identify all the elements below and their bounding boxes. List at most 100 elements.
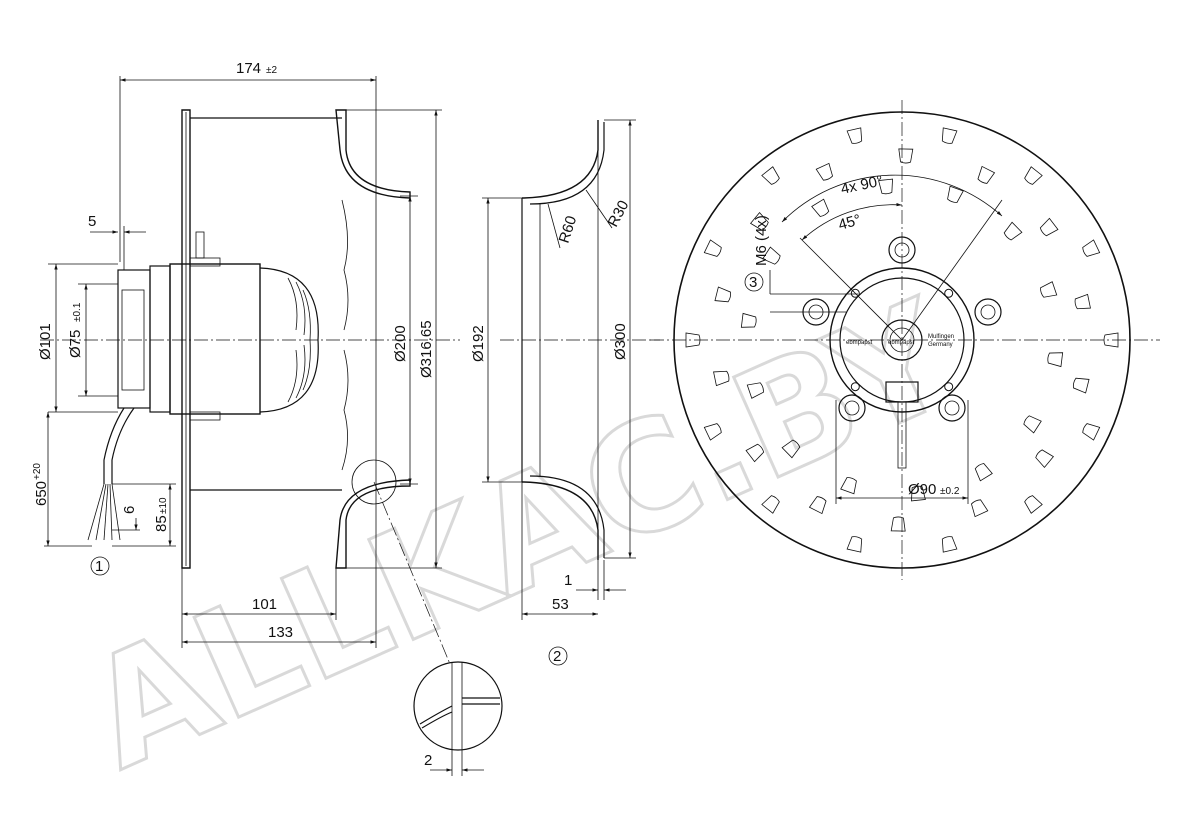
hub-center: [881, 319, 923, 361]
blade-slot: [846, 536, 863, 553]
shroud-break-upper: [341, 199, 349, 331]
mounting-holes: [850, 288, 954, 392]
blade-slot: [746, 382, 764, 399]
blade-slot: [762, 246, 781, 265]
hub-boss: [888, 236, 916, 264]
dim-101-value: Ø101: [37, 323, 54, 360]
blade-slot: [685, 332, 701, 348]
lower-bracket: [189, 411, 221, 421]
dim-90-tol: ±0.2: [940, 486, 960, 497]
blade-slot: [714, 286, 732, 303]
blade-slot: [974, 463, 993, 482]
nozzle-upper-inner: [529, 122, 605, 205]
hub-boss: [944, 400, 960, 416]
dim-192-value: Ø192: [470, 325, 487, 362]
hub-boss: [894, 242, 910, 258]
dim-4x90-ray: [901, 199, 1003, 341]
dim-45-value: 45°: [836, 211, 862, 234]
blade-slot: [1039, 217, 1059, 237]
dim-depth-b-value: 133: [268, 624, 293, 641]
hub-brand-left: ebmpapst: [846, 340, 873, 346]
dim-m6-value: M6 (4x): [753, 215, 770, 266]
blade-slot: [1003, 221, 1023, 241]
dim-316-value: Ø316.65: [418, 320, 435, 378]
blade-slot: [898, 148, 914, 164]
blade-slot: [815, 162, 833, 181]
watermark: ALLKAC.BY: [62, 267, 980, 805]
callout-1-circle: [90, 556, 110, 576]
blade-slot: [811, 198, 830, 217]
motor-dome: [259, 267, 319, 413]
dim-45-ray: [799, 237, 903, 341]
blade-slot: [1024, 166, 1043, 185]
blade-slot: [947, 185, 964, 203]
blade-slot: [1072, 377, 1090, 394]
cable-exit: [897, 401, 907, 469]
nozzle-lower-inner: [529, 475, 605, 558]
blade-slot: [1040, 281, 1058, 298]
blade-slot: [740, 312, 757, 328]
dim-depth-a-value: 101: [252, 596, 277, 613]
front-view: ebmpapst ebmpapst Mulfingen Germany 4x 9…: [650, 100, 1160, 580]
cooling-fins: [287, 277, 311, 403]
hub-brand-right: ebmpapst: [888, 340, 915, 346]
blade-slot: [911, 485, 926, 502]
dim-1-value: 1: [564, 572, 572, 589]
detail-circle: [413, 661, 503, 751]
blade-slot: [1074, 293, 1091, 310]
dim-5-value: 5: [88, 213, 96, 230]
dim-4x90-value: 4x 90°: [839, 172, 884, 198]
dim-650-value: 650: [33, 481, 50, 506]
blade-slot: [840, 477, 857, 495]
blade-slot: [878, 178, 893, 195]
dim-90-value: Ø90: [908, 481, 936, 498]
impeller-outer-ring: [673, 111, 1131, 569]
blade-slot: [703, 239, 722, 257]
blade-slot: [1035, 449, 1055, 469]
blade-slot: [977, 165, 996, 184]
upper-stud: [195, 231, 205, 259]
hub-outer: [829, 267, 975, 413]
dim-53-value: 53: [552, 596, 569, 613]
hub-boss: [974, 298, 1002, 326]
callout-2-label: 2: [553, 648, 561, 665]
motor-body: [169, 263, 261, 415]
nozzle-upper-outer: [522, 120, 599, 199]
hub-boss: [938, 394, 966, 422]
cable-outer-b: [111, 407, 135, 484]
blade-slot: [749, 211, 769, 231]
dim-r60-leader: [547, 203, 561, 249]
detail-leader: [373, 481, 451, 665]
hub-boss: [838, 394, 866, 422]
dim-2-value: 2: [424, 752, 432, 769]
dim-75-tol: ±0.1: [72, 302, 83, 322]
back-plate: [181, 109, 191, 569]
hub-bore: [889, 327, 915, 353]
hub-boss: [844, 400, 860, 416]
blade-slot: [713, 370, 730, 387]
shroud-break-lower: [341, 349, 349, 471]
callout-3-circle: [744, 272, 764, 292]
dim-174-tol: ±2: [266, 65, 277, 76]
blade-slot: [890, 516, 906, 532]
mounting-hole: [850, 288, 860, 298]
side-view: 174 ±2 5 Ø101 Ø75 ±0.1 650 +20 6 85 ±10: [32, 60, 503, 776]
blade-slot: [971, 499, 989, 518]
hub-boss: [980, 304, 996, 320]
dim-75-value: Ø75: [67, 330, 84, 358]
nozzle-view: Ø192 Ø300 R60 R30 1 53 2: [470, 119, 660, 666]
callout-2-circle: [548, 646, 568, 666]
dim-85-value: 85: [153, 515, 170, 532]
dim-45-arc: [801, 202, 903, 241]
blade-slot: [1082, 423, 1101, 441]
watermark-text: ALLKAC.BY: [64, 268, 979, 803]
detail-geometry: [419, 662, 500, 750]
dim-650-tol: +20: [32, 463, 43, 480]
dim-r60-value: R60: [556, 214, 581, 245]
shroud-lower: [335, 479, 411, 569]
callout-3-label: 3: [749, 274, 757, 291]
blade-slot: [1082, 239, 1101, 257]
dim-4x90-arc: [781, 174, 1003, 223]
